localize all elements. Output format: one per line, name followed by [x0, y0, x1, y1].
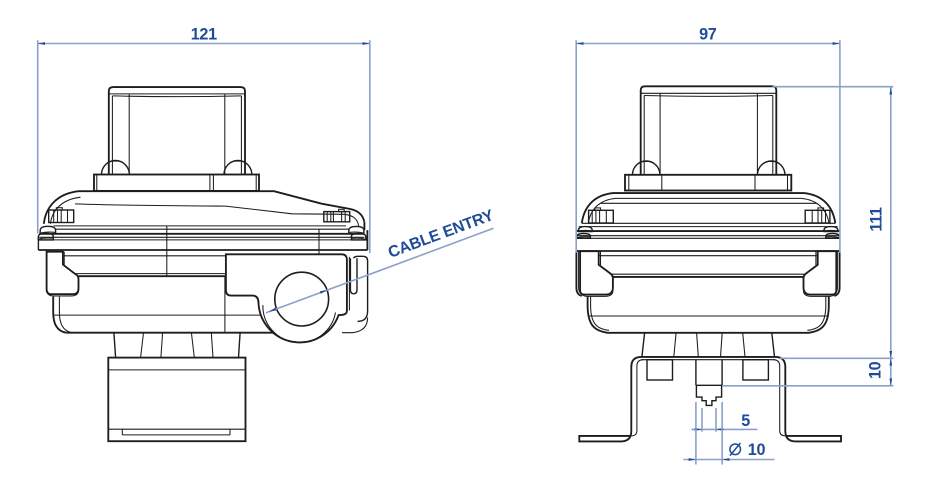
svg-text:97: 97	[699, 26, 717, 44]
svg-text:10: 10	[867, 361, 885, 379]
svg-text:121: 121	[191, 26, 217, 44]
svg-text:111: 111	[868, 207, 886, 232]
svg-text:5: 5	[741, 412, 750, 430]
svg-text:10: 10	[748, 441, 766, 459]
svg-text:CABLE ENTRY: CABLE ENTRY	[386, 207, 496, 262]
